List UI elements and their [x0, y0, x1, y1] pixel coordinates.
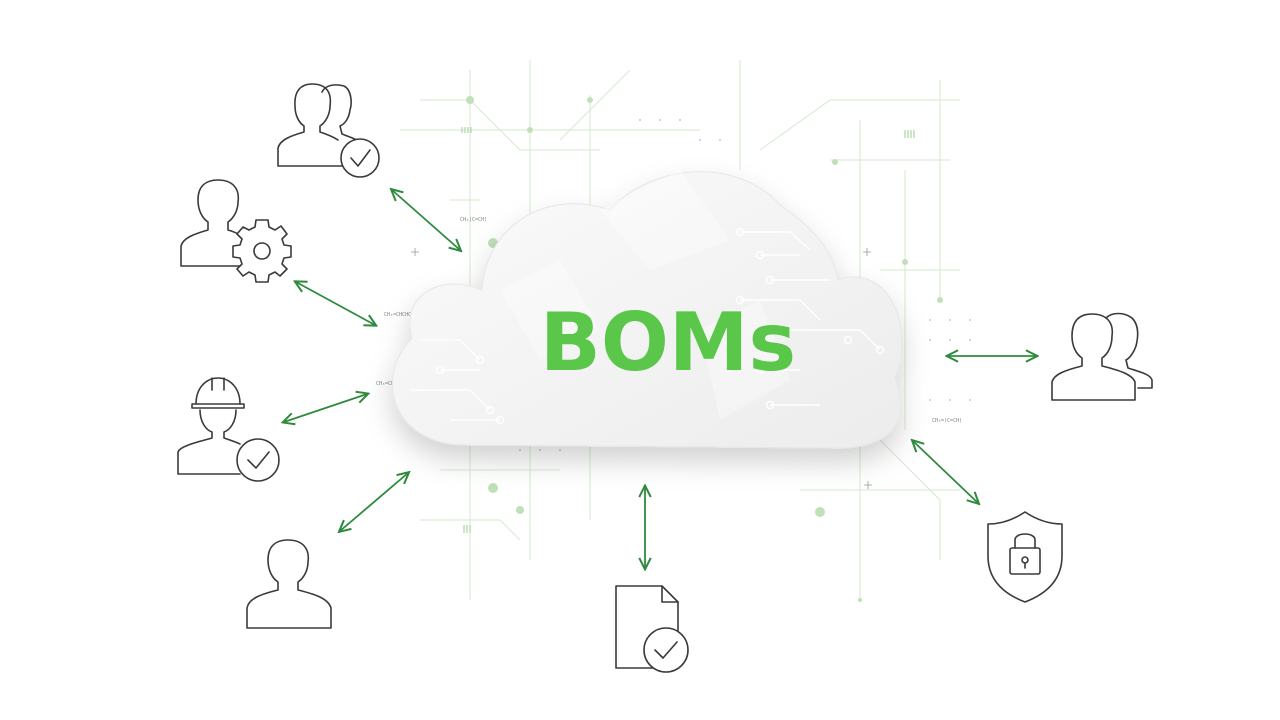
- chem-label-1: CH₃(C=CH): [460, 217, 487, 223]
- arrow-security: [913, 441, 978, 503]
- cloud-circuit: [410, 231, 881, 421]
- user-gear-icon: [180, 179, 292, 283]
- arrow-engineer: [284, 394, 367, 422]
- user-group-icon: [1051, 312, 1153, 401]
- connector-arrows: [284, 190, 1036, 568]
- dot-grid: [519, 119, 971, 451]
- hardhat-check-icon: [177, 377, 280, 482]
- user-icon: [246, 539, 332, 629]
- shield-lock-icon: [987, 511, 1063, 603]
- cloud-facets: [500, 170, 790, 420]
- cloud-nodes: [435, 227, 885, 425]
- user-group-check-icon: [277, 83, 380, 178]
- chem-label-4: CH₃=(C=CH): [932, 418, 962, 424]
- cloud: [391, 171, 903, 449]
- chem-label-3: CH₃=CHCH: [376, 381, 400, 387]
- arrow-admin-user: [296, 282, 375, 325]
- document-check-icon: [615, 585, 689, 673]
- arrow-approved-users: [392, 190, 460, 250]
- center-title: BOMs: [540, 296, 796, 389]
- arrow-user: [340, 473, 408, 531]
- chem-label-2: CH₃=CHCHC=CH: [384, 312, 420, 318]
